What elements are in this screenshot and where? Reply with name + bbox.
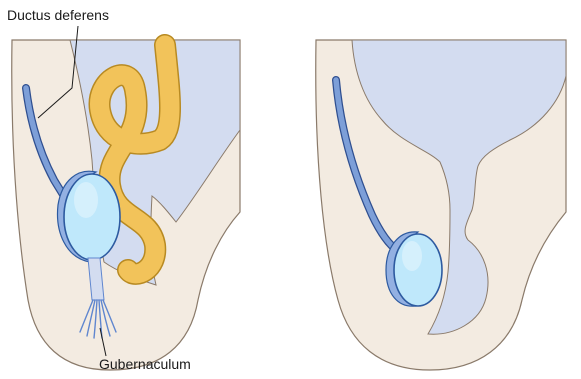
right-testis-highlight (402, 241, 422, 271)
ductus-deferens-label: Ductus deferens (7, 7, 109, 23)
gubernaculum-label: Gubernaculum (99, 356, 191, 372)
left-panel (12, 26, 240, 370)
right-panel (316, 40, 566, 370)
left-testis-highlight (74, 182, 98, 218)
